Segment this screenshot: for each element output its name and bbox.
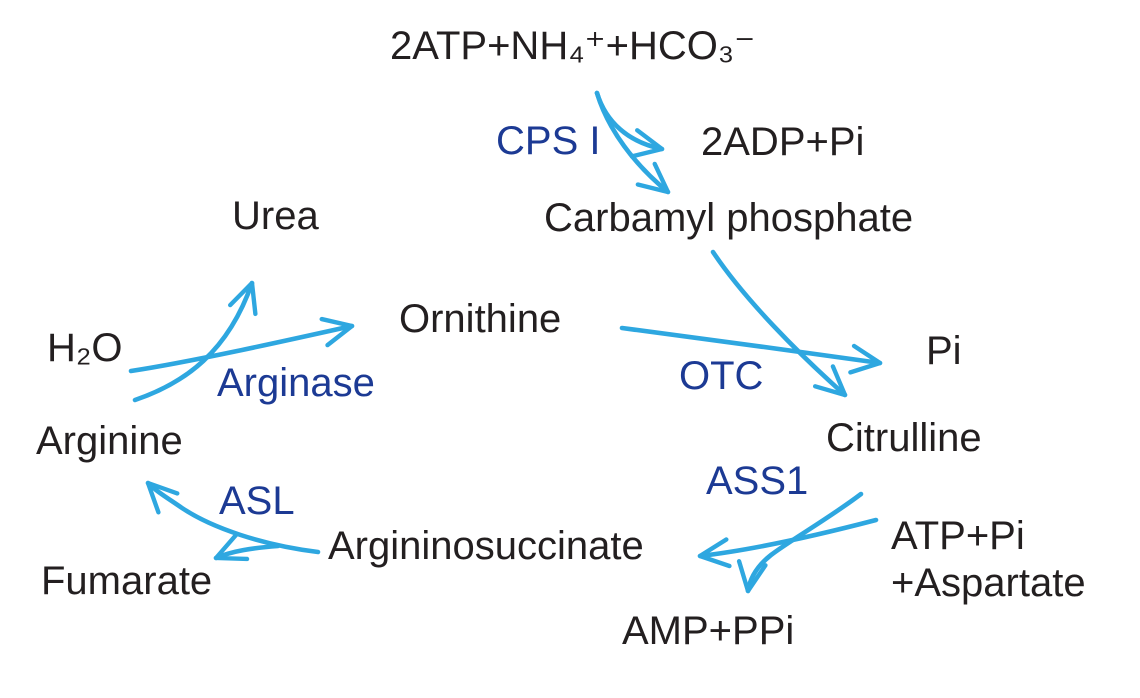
enzyme-otc: OTC <box>679 354 764 398</box>
metabolite-h2o: H₂O <box>47 326 123 370</box>
arrow-h2o-to-ornithine <box>128 316 355 374</box>
metabolite-carbamyl-phosphate: Carbamyl phosphate <box>544 196 914 240</box>
enzyme-ass1: ASS1 <box>706 459 809 503</box>
enzyme-arginase: Arginase <box>217 361 375 405</box>
metabolite-arginine: Arginine <box>36 419 183 463</box>
metabolite-citrulline: Citrulline <box>826 416 982 460</box>
arrow-carbamyl-phosphate-to-citrulline <box>710 249 848 398</box>
enzyme-asl: ASL <box>219 479 295 523</box>
arrow-ornithine-to-pi <box>619 325 883 375</box>
metabolite-pi: Pi <box>926 329 962 373</box>
metabolite-substrates-top: 2ATP+NH₄⁺+HCO₃⁻ <box>390 24 756 68</box>
arrow-citrulline-to-amp-ppi <box>736 491 864 594</box>
arrow-branch-to-fumarate <box>213 532 281 562</box>
arrow-atp-aspartate-to-argininosuccinate <box>697 517 879 569</box>
arrow-cps1-to-carbamyl-phosphate <box>594 90 671 195</box>
metabolite-amp-ppi: AMP+PPi <box>622 609 795 653</box>
metabolite-aspartate: +Aspartate <box>891 561 1086 605</box>
metabolite-atp-pi: ATP+Pi <box>891 514 1025 558</box>
arrow-arginine-to-urea <box>132 280 258 403</box>
metabolite-atp-pi-aspartate: ATP+Pi +Aspartate <box>891 513 1086 607</box>
metabolite-fumarate: Fumarate <box>41 559 213 603</box>
reaction-arrows <box>128 90 883 594</box>
metabolite-ornithine: Ornithine <box>399 297 562 341</box>
metabolite-adp-pi: 2ADP+Pi <box>701 120 865 164</box>
metabolite-urea: Urea <box>232 194 319 238</box>
enzyme-cps1: CPS I <box>496 119 601 163</box>
metabolite-argininosuccinate: Argininosuccinate <box>328 524 644 568</box>
